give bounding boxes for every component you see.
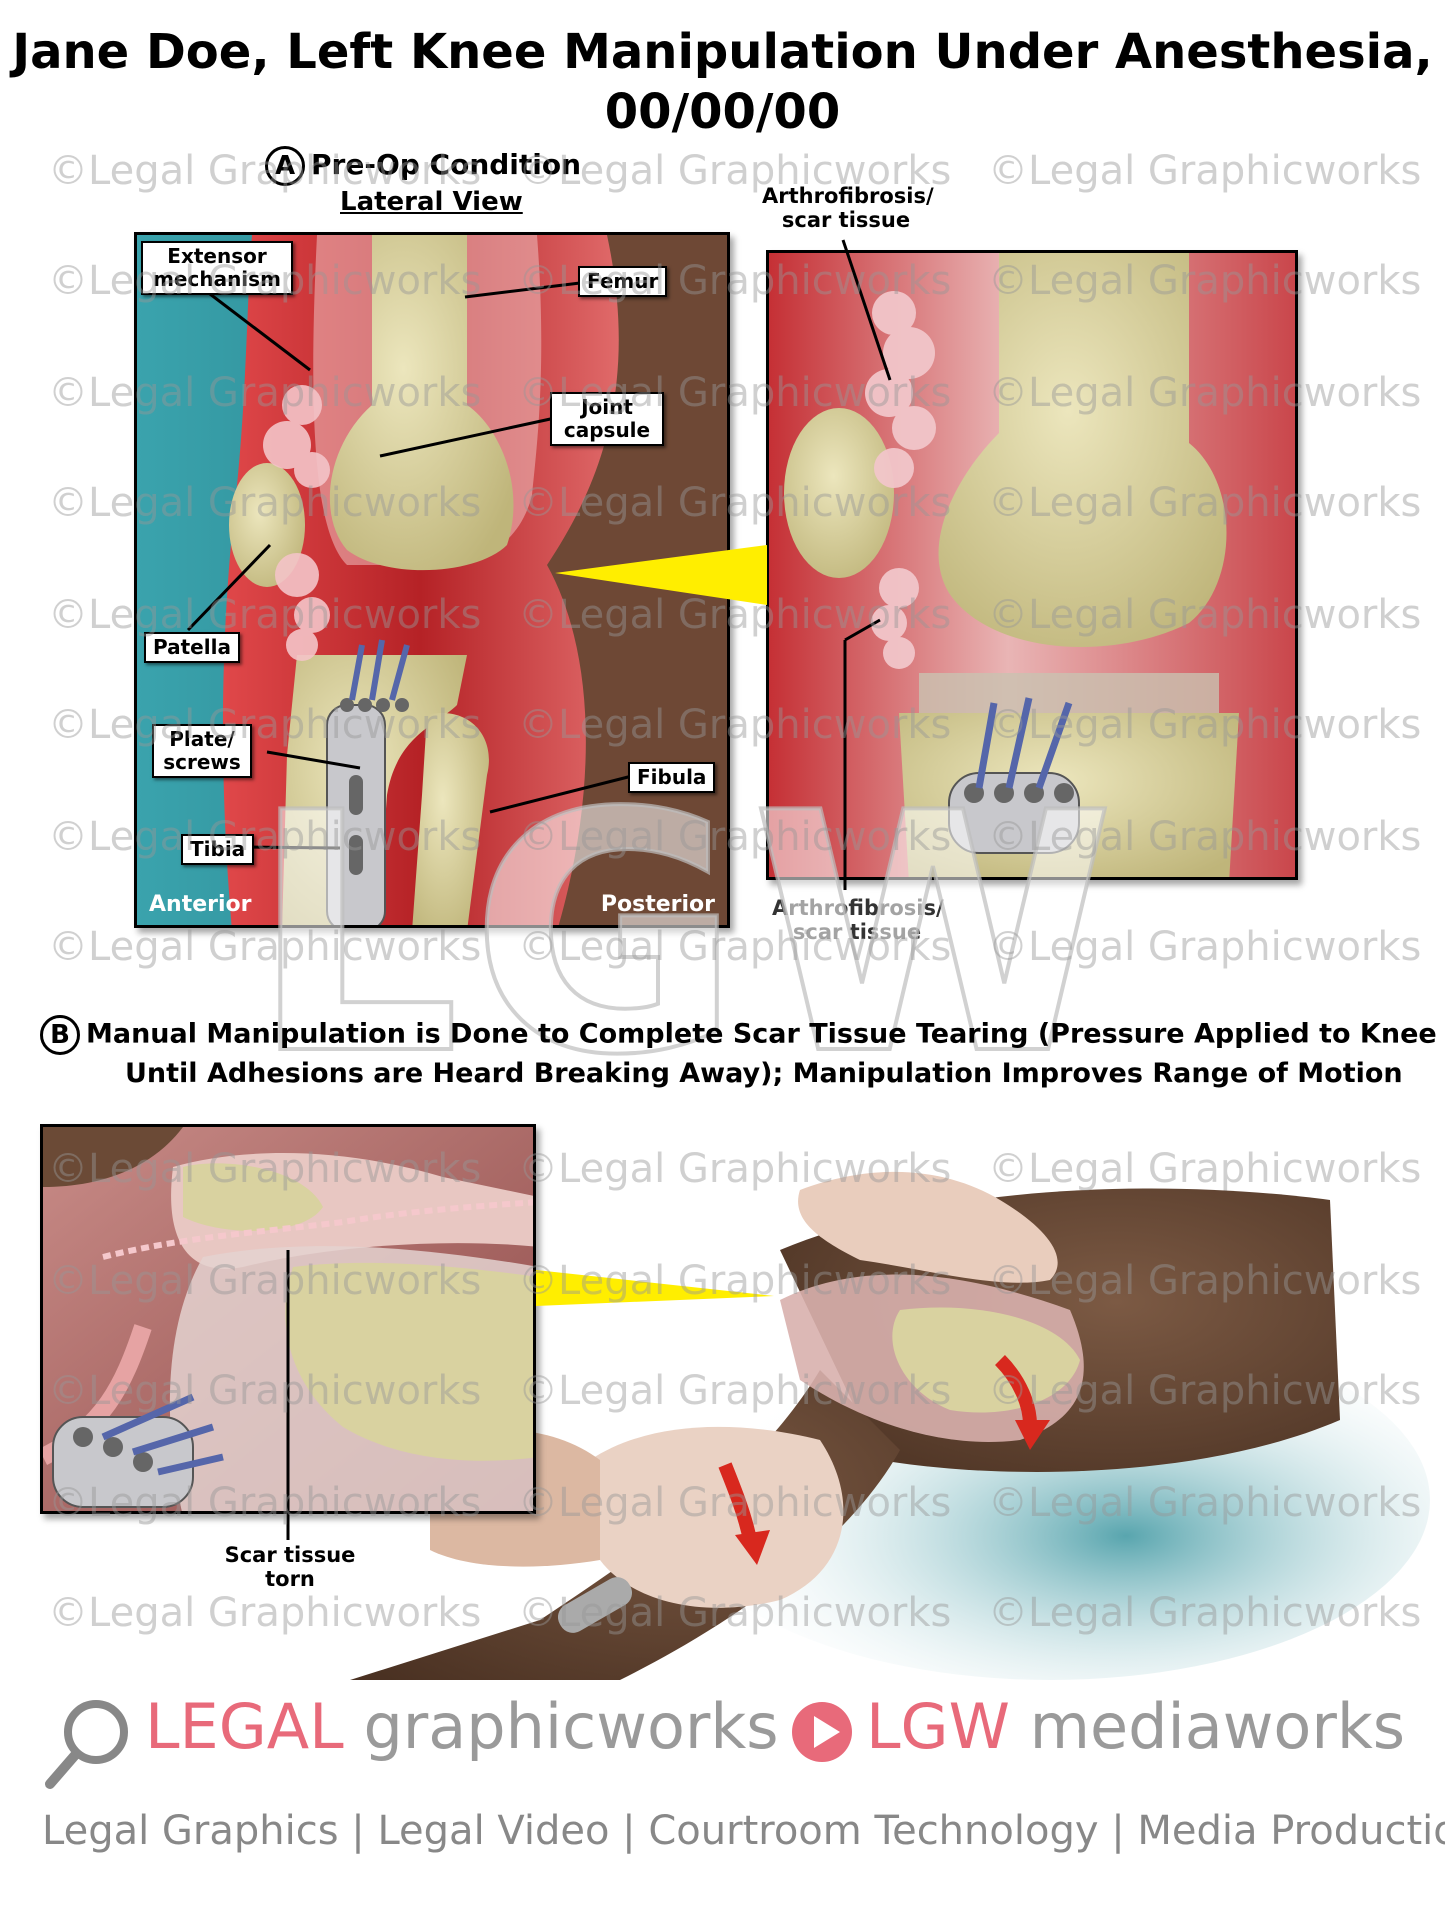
scar-tissue-torn-label: Scar tissue torn xyxy=(224,1543,356,1591)
section-b-line2: Until Adhesions are Heard Breaking Away)… xyxy=(125,1058,1403,1089)
magnifier-logo-icon xyxy=(45,1700,128,1789)
zoom-pointer-a xyxy=(555,545,767,605)
section-a-subheading: Lateral View xyxy=(340,187,523,217)
closeup-illustration xyxy=(769,253,1295,877)
leader-lines-a xyxy=(186,239,892,890)
closeup-panel xyxy=(766,250,1298,880)
arthrofibrosis-top-label: Arthrofibrosis/ scar tissue xyxy=(762,184,934,232)
lgw-big-watermark: LGW xyxy=(248,743,1126,1127)
brand-legal-graphicworks: LEGAL graphicworks xyxy=(145,1690,779,1763)
page-title: Jane Doe, Left Knee Manipulation Under A… xyxy=(0,22,1445,142)
zoom-pointer-b xyxy=(536,1270,774,1306)
fibula-label: Fibula xyxy=(628,762,716,793)
title-line2: 00/00/00 xyxy=(604,84,841,140)
arthrofibrosis-bottom-label: Arthrofibrosis/ scar tissue xyxy=(772,896,944,944)
posterior-label: Posterior xyxy=(600,892,715,917)
brand-mediaworks: mediaworks xyxy=(1029,1690,1406,1763)
tibia-label: Tibia xyxy=(181,834,255,865)
brand-lgw-mediaworks: LGW mediaworks xyxy=(866,1690,1405,1763)
brand-legal: LEGAL xyxy=(145,1690,344,1763)
section-b-marker: B xyxy=(40,1015,80,1055)
manipulation-illustration xyxy=(350,1171,1430,1680)
patella-label: Patella xyxy=(144,632,240,663)
femur-label: Femur xyxy=(578,266,668,297)
joint-capsule-label: Joint capsule xyxy=(550,392,664,446)
play-logo-icon xyxy=(792,1702,852,1762)
brand-graphicworks: graphicworks xyxy=(363,1690,779,1763)
extensor-mechanism-label: Extensor mechanism xyxy=(141,241,293,295)
section-a-marker: A xyxy=(265,146,305,186)
scar-leader-line xyxy=(286,1250,290,1540)
anterior-label: Anterior xyxy=(149,892,252,917)
section-a-title: Pre-Op Condition xyxy=(311,148,582,181)
brand-lgw: LGW xyxy=(866,1690,1010,1763)
plate-screws-label: Plate/ screws xyxy=(152,724,252,778)
brand-tagline: Legal Graphics | Legal Video | Courtroom… xyxy=(42,1808,1445,1854)
title-line1: Jane Doe, Left Knee Manipulation Under A… xyxy=(12,24,1433,80)
